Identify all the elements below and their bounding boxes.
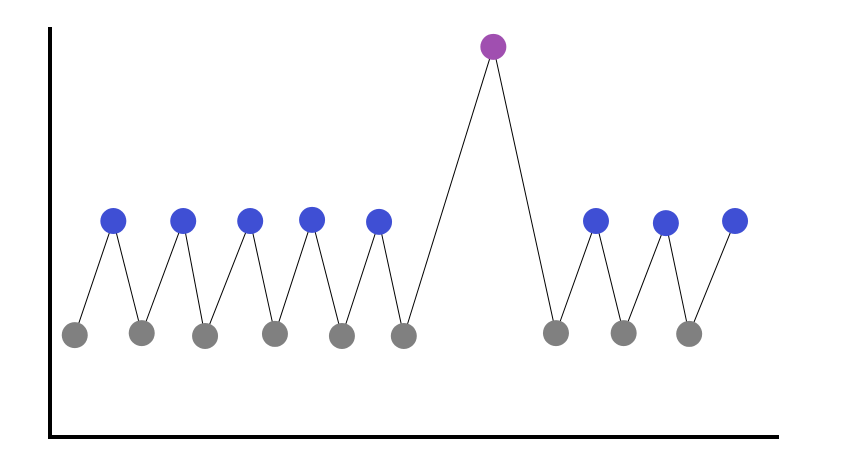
mid-node <box>722 208 749 235</box>
peak-node <box>480 33 507 60</box>
mid-node <box>583 208 609 235</box>
mid-node <box>170 208 197 235</box>
connector-line <box>182 220 206 337</box>
low-node <box>676 320 703 347</box>
low-node <box>542 320 569 347</box>
connector-line <box>403 46 494 337</box>
mid-node <box>100 208 127 235</box>
low-node <box>390 322 417 349</box>
low-node <box>328 322 355 349</box>
connector-line <box>595 220 625 334</box>
connector-line <box>623 222 667 334</box>
low-node <box>61 322 88 349</box>
connector-line <box>74 220 114 336</box>
low-node <box>192 322 219 349</box>
connector-line <box>492 46 557 334</box>
connector-line <box>341 221 380 337</box>
mid-node <box>237 208 264 235</box>
connector-line <box>141 220 184 334</box>
low-node <box>128 320 155 347</box>
connector-line <box>249 220 276 335</box>
connector-line <box>274 219 313 335</box>
low-node <box>261 320 288 347</box>
connector-lines <box>74 46 736 337</box>
connector-line <box>112 220 143 334</box>
low-node <box>610 320 637 347</box>
mid-node <box>299 206 326 233</box>
mid-node <box>652 210 679 237</box>
nodes <box>61 33 749 349</box>
mid-node <box>366 208 393 235</box>
connector-line <box>665 222 690 335</box>
connector-line <box>555 220 597 334</box>
connector-line <box>311 219 343 337</box>
connector-line <box>378 221 405 337</box>
connector-line <box>688 220 736 335</box>
connector-line <box>204 220 251 337</box>
